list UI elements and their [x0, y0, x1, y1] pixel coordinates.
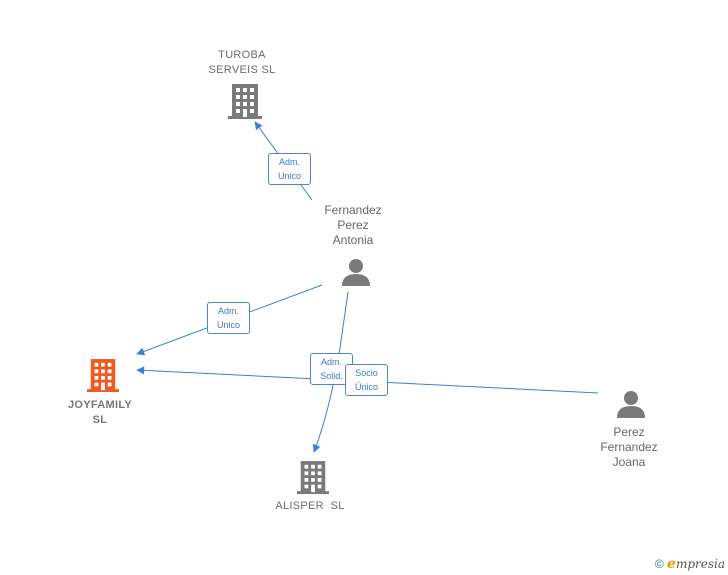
role-line: Adm. [320, 357, 342, 367]
node-label-joyfamily[interactable]: JOYFAMILY SL [50, 398, 150, 428]
building-icon[interactable] [87, 358, 119, 394]
edge-label-fernandez-turoba[interactable]: Adm. Unico [268, 153, 311, 185]
building-icon[interactable] [297, 460, 329, 496]
person-name-line: Perez [613, 425, 645, 439]
person-name-line: Fernandez [600, 440, 658, 454]
person-name-line: Joana [612, 455, 646, 469]
person-name-line: Fernandez [324, 203, 382, 217]
building-icon[interactable] [228, 84, 262, 120]
role-line: Solid. [320, 371, 343, 381]
brand-logo: empresia [667, 556, 725, 572]
company-name-line: JOYFAMILY [67, 399, 133, 411]
person-name-line: Perez [337, 218, 369, 232]
person-icon[interactable] [616, 389, 646, 419]
role-line: Adm. [278, 157, 300, 167]
node-label-turoba[interactable]: TUROBA SERVEIS SL [192, 48, 292, 78]
empresia-watermark: © empresia [655, 556, 725, 572]
person-icon[interactable] [341, 257, 371, 287]
brand-rest: mpresia [675, 557, 725, 571]
company-name-line: TUROBA [218, 49, 266, 61]
role-line: Socio [355, 368, 378, 378]
edge-label-perez-joyfamily[interactable]: Socio Único [345, 364, 388, 396]
edge-fernandez-to-alisper[interactable] [312, 291, 349, 453]
node-label-fernandez[interactable]: Fernandez Perez Antonia [303, 203, 403, 248]
company-name-line: SERVEIS SL [208, 64, 276, 76]
node-label-perez[interactable]: Perez Fernandez Joana [579, 425, 679, 470]
edge-label-fernandez-joyfamily[interactable]: Adm. Unico [207, 302, 250, 334]
brand-initial: e [667, 556, 676, 572]
role-line: Adm. [217, 306, 239, 316]
role-line: Unico [277, 171, 301, 181]
person-name-line: Antonia [332, 233, 374, 247]
copyright-symbol: © [654, 557, 664, 571]
company-name-line: SL [92, 414, 108, 426]
company-name-line: ALISPER SL [275, 500, 345, 512]
role-line: Unico [216, 320, 240, 330]
role-line: Único [354, 382, 378, 392]
node-label-alisper[interactable]: ALISPER SL [255, 499, 365, 514]
